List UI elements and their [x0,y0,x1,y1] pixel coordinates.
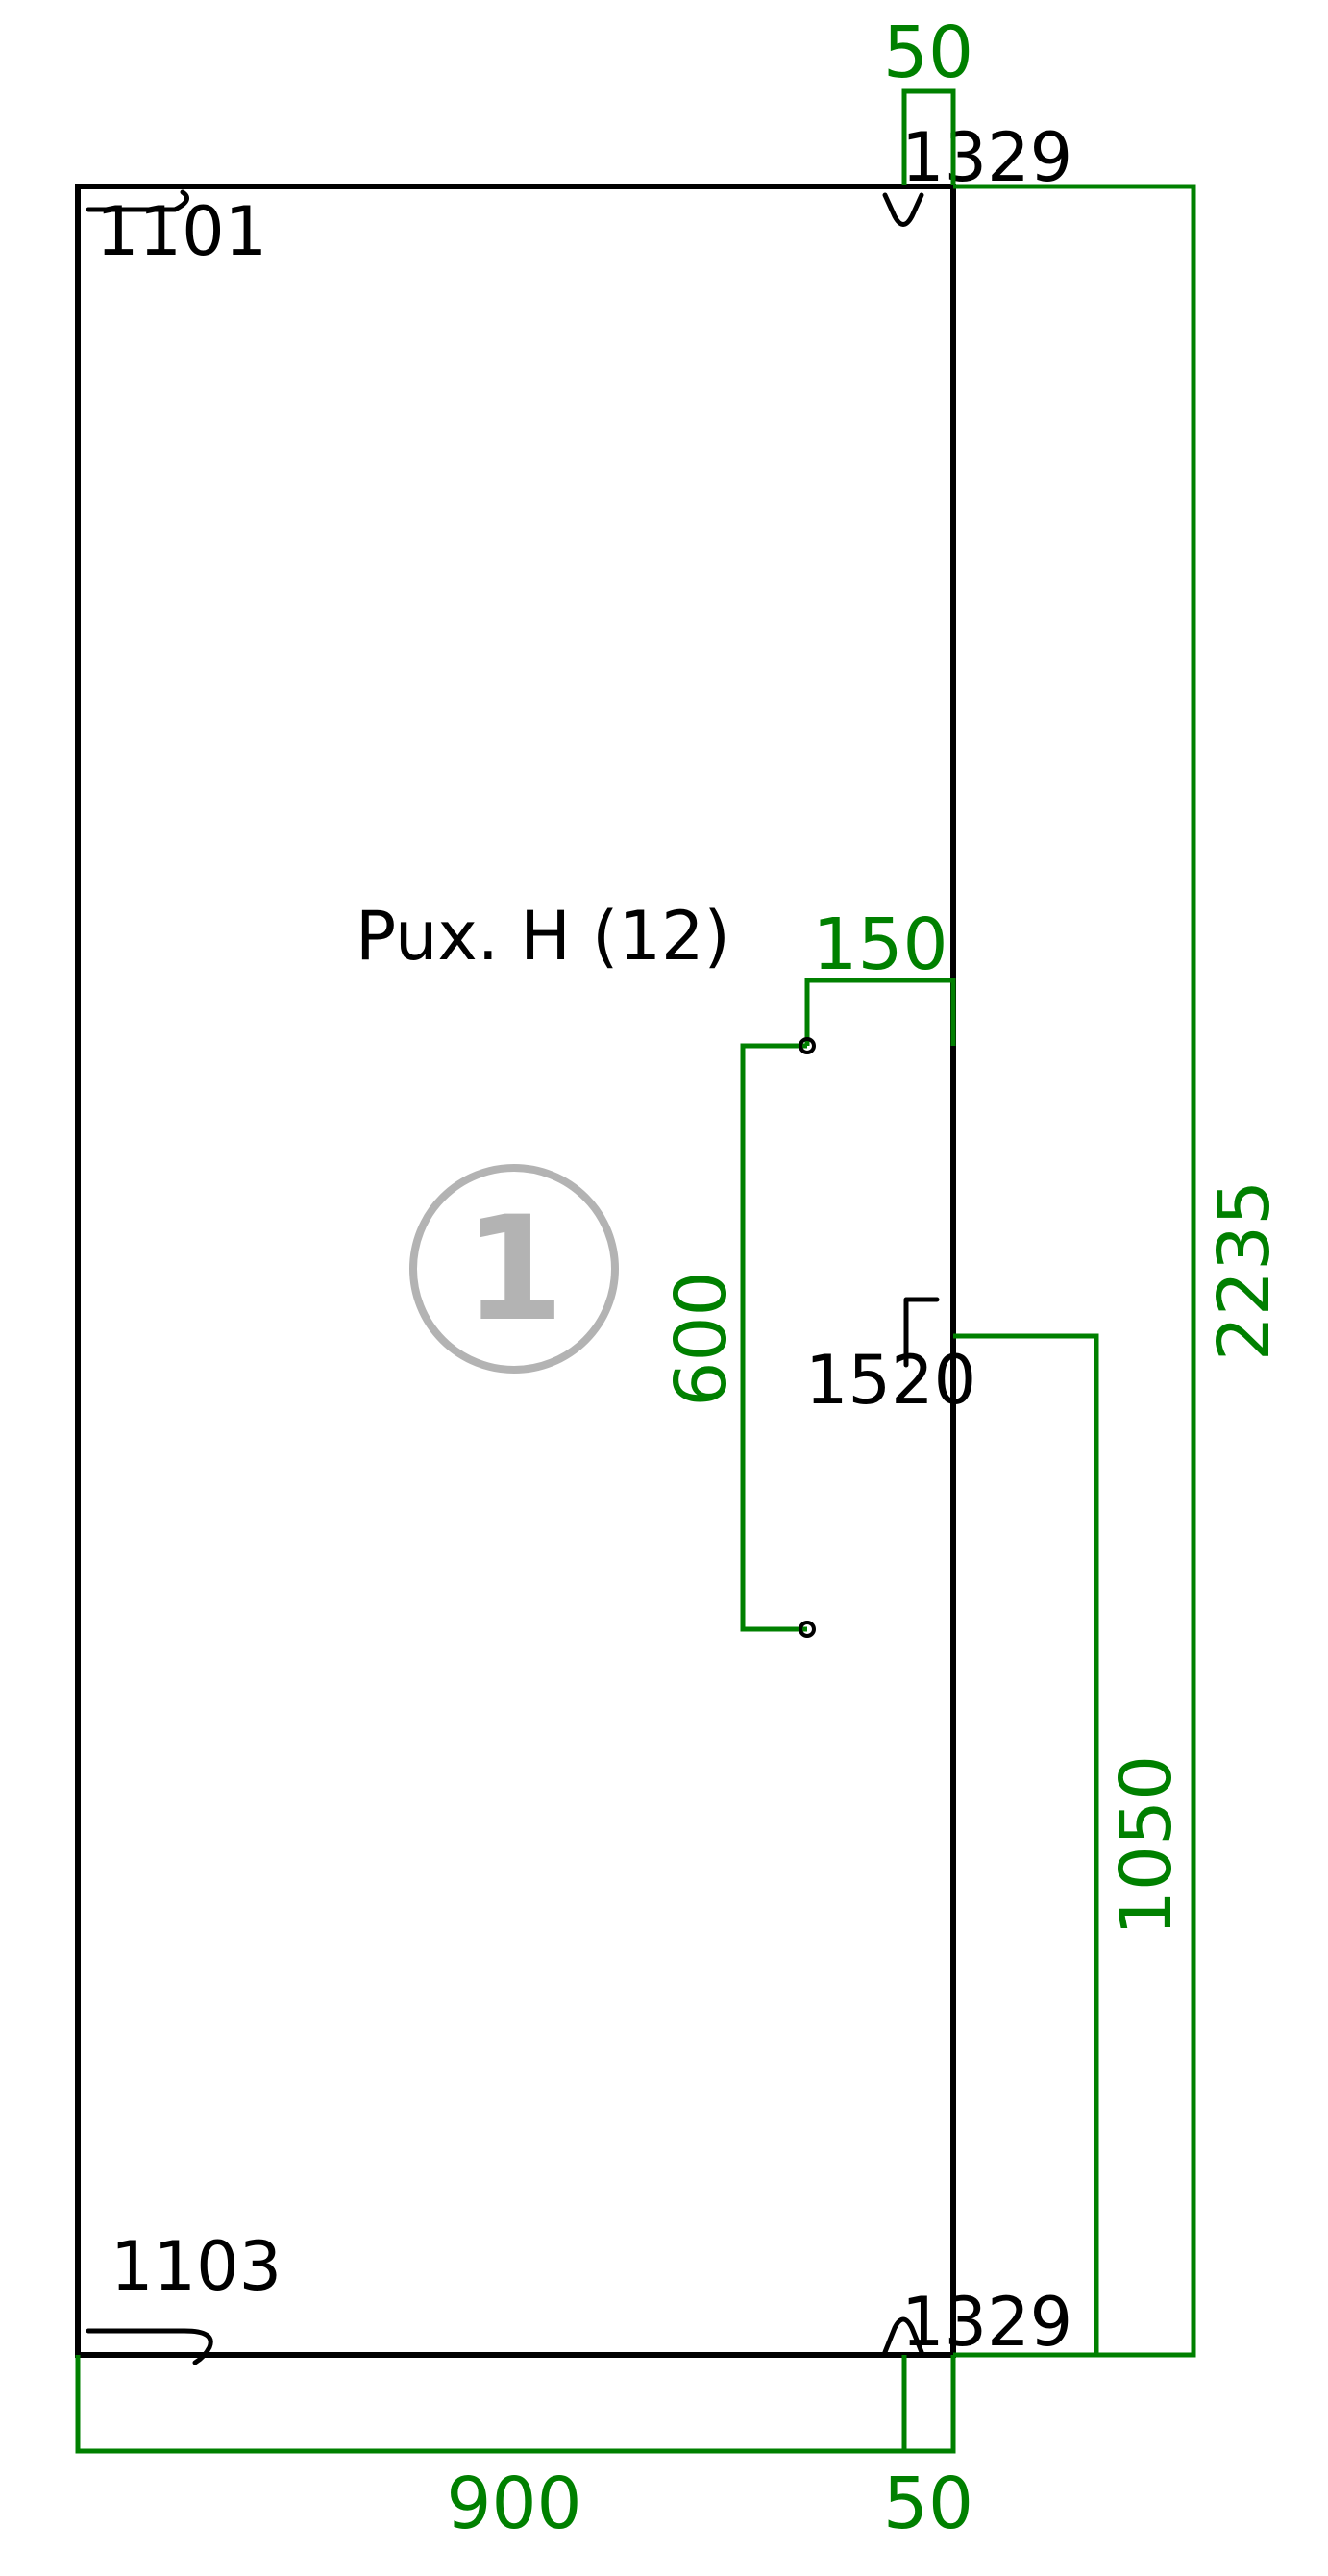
part-number-text: 1 [464,1186,564,1353]
fitting-label-bottom-left: 1103 [111,2227,282,2306]
material-label: Pux. H (12) [356,897,730,976]
hinge-cup-symbol-icon [882,192,924,227]
dimension-line [804,978,956,1046]
dimension-value: 50 [883,2463,973,2545]
dimension-line [75,2355,956,2454]
edge-symbol-icon [86,2328,213,2365]
dimension-value: 50 [883,12,973,94]
dimension-line [901,88,956,185]
hinge-cup-symbol-icon [882,2316,924,2355]
dimension-value: 600 [660,1271,743,1406]
drill-hole-upper [799,1037,816,1054]
edge-symbol-icon [86,189,189,212]
fitting-label-top-right: 1329 [901,118,1072,197]
dimension-edge-offset: 150 [804,904,956,1046]
dimension-value: 1050 [1105,1755,1188,1936]
dimension-hole-spacing: 600 [660,1037,816,1638]
dimension-value: 900 [446,2463,581,2545]
part-number-badge: 1 [409,1164,619,1374]
fitting-label-top-left: 1101 [96,192,267,271]
drill-hole-lower [799,1621,816,1638]
dimension-handle-height: 1050 [953,1333,1188,2355]
fitting-top-left: 1101 [86,189,267,271]
fitting-bottom-right: 1329 [882,2283,1072,2362]
dimension-value: 150 [812,904,947,986]
dimension-line [953,1333,1099,2355]
fitting-label-bottom-right: 1329 [901,2283,1072,2362]
dimension-value: 2235 [1203,1180,1286,1361]
dimension-line [740,1043,807,1632]
panel-outline [75,184,956,2358]
dimension-bottom-offset: 50 [883,2355,973,2545]
fitting-label-middle-right: 1520 [805,1341,976,1420]
handle-symbol-icon [903,1297,940,1368]
dimension-line [953,184,1196,2358]
fitting-top-right: 1329 [882,118,1072,227]
dimension-width: 900 [75,2355,956,2545]
fitting-bottom-left: 1103 [86,2227,282,2365]
dimension-total-height: 2235 [953,184,1286,2358]
fitting-middle-right: 1520 [805,1297,976,1420]
part-number-circle [409,1164,619,1374]
dimension-top-offset: 50 [883,12,973,185]
